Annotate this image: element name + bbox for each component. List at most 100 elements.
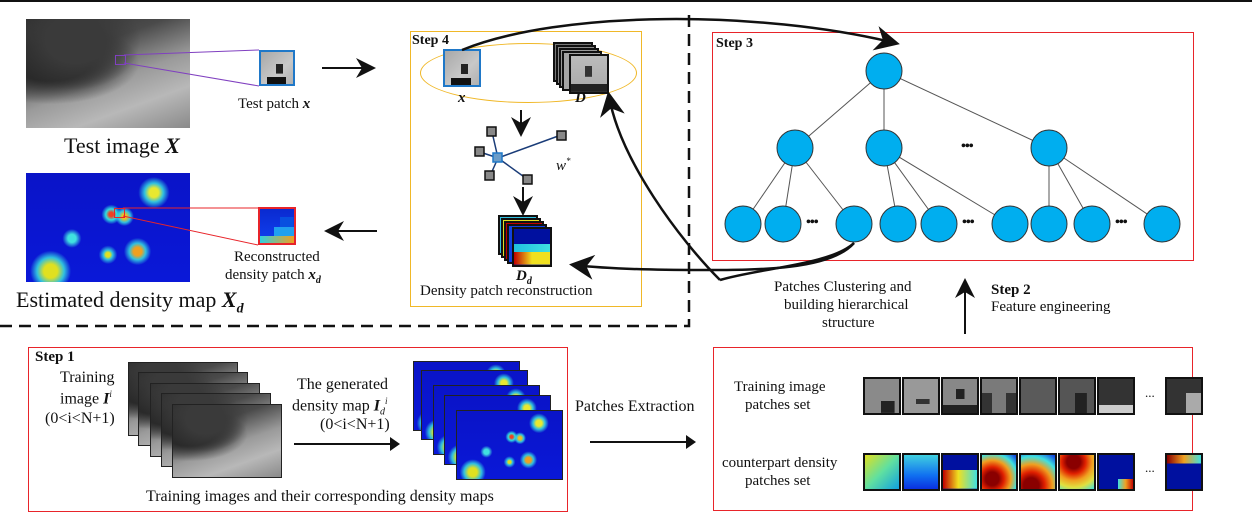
density-patch: [1165, 453, 1203, 491]
step1-box: [28, 347, 568, 512]
tree-leaf-node: [1073, 205, 1111, 243]
w-star-label: w*: [556, 156, 571, 175]
reconstructed-sub: d: [315, 275, 321, 286]
tree-leaf-node: [835, 205, 873, 243]
step4-caption: Density patch reconstruction: [420, 283, 593, 299]
training-patches-line2: patches set: [745, 397, 811, 413]
test-image-label: Test image: [64, 133, 166, 158]
density-patch: [1097, 453, 1135, 491]
training-var: I: [103, 390, 110, 408]
tree-leaf-node: [764, 205, 802, 243]
reconstructed-caption-line1: Reconstructed: [234, 249, 320, 265]
tree-mid-node: [1030, 129, 1068, 167]
hierarchy-tree: [724, 52, 1181, 243]
density-patches-line1: counterpart density: [722, 455, 838, 471]
step4-ellipse: [420, 43, 637, 103]
training-patch: [1058, 377, 1096, 415]
test-patch-caption: Test patch x: [238, 96, 310, 113]
step4-d-label: D: [575, 90, 586, 106]
tree-ellipsis-leaf: •••: [1115, 215, 1128, 230]
arrow-x-to-tree-root: [461, 17, 900, 52]
test-image: [26, 19, 190, 128]
density-dictionary-stack: [498, 215, 558, 267]
test-image-caption: Test image X: [64, 133, 180, 159]
density-map: [456, 410, 563, 480]
estimated-map-highlight: [114, 208, 125, 218]
training-patch: [1097, 377, 1135, 415]
generate-arrow: [294, 443, 394, 445]
training-patches-line1: Training image: [734, 379, 826, 395]
clustering-line2: building hierarchical: [784, 297, 909, 313]
training-patch: [863, 377, 901, 415]
density-map-stack: [413, 361, 563, 481]
training-patch: [1165, 377, 1203, 415]
generated-var: I: [373, 397, 380, 415]
estimated-map-caption: Estimated density map Xd: [16, 287, 244, 317]
patch-sets-box: [713, 347, 1193, 511]
arrow-leaf-curve: [719, 242, 855, 282]
step1-caption: Training images and their corresponding …: [146, 488, 494, 505]
generate-arrowhead: [390, 437, 400, 451]
tree-mid-node: [776, 129, 814, 167]
clustering-line1: Patches Clustering and: [774, 279, 912, 295]
training-patch: [941, 377, 979, 415]
extraction-label: Patches Extraction: [575, 398, 695, 415]
arrow-leaf-to-density-dictionary: [569, 242, 855, 280]
extraction-arrow: [590, 441, 690, 443]
graph-center-node: [492, 152, 503, 163]
generated-label: density map: [292, 397, 374, 415]
test-patch: [259, 50, 295, 86]
reconstructed-var: x: [308, 267, 316, 283]
tree-ellipsis-leaf: •••: [806, 215, 819, 230]
zoom-line: [123, 62, 260, 87]
generated-line1: The generated: [297, 376, 389, 393]
graph-node: [556, 130, 567, 141]
tree-leaf-node: [724, 205, 762, 243]
training-sup: i: [109, 389, 112, 399]
zoom-line: [122, 215, 259, 246]
density-patch-ellipsis: ...: [1145, 460, 1155, 475]
step2-subtitle: Feature engineering: [991, 299, 1111, 315]
step1-title: Step 1: [35, 349, 75, 365]
tree-leaf-node: [1143, 205, 1181, 243]
training-label: image: [60, 390, 104, 408]
reconstructed-label: density patch: [225, 267, 309, 283]
test-patch-var: x: [302, 96, 311, 112]
test-patch-label: Test patch: [238, 96, 303, 112]
tree-leaf-node: [1030, 205, 1068, 243]
graph-node: [484, 170, 495, 181]
tree-ellipsis-mid: •••: [961, 139, 974, 154]
test-train-separator: [0, 15, 691, 328]
weight-graph: [474, 126, 567, 185]
extraction-arrowhead: [686, 435, 696, 449]
generated-sub: d: [380, 406, 385, 418]
test-image-var: X: [165, 133, 180, 158]
estimated-map-sub: d: [236, 301, 244, 317]
top-rule: [0, 0, 1252, 2]
step4-x-label: x: [458, 90, 466, 106]
zoom-line: [123, 49, 260, 56]
density-patch: [1019, 453, 1057, 491]
estimated-density-map: [26, 173, 190, 282]
graph-node: [474, 146, 485, 157]
training-line1: Training: [60, 369, 115, 386]
tree-mid-node: [865, 129, 903, 167]
dd-sub: d: [526, 276, 532, 287]
training-line2: image Ii: [60, 389, 112, 408]
graph-edge: [497, 157, 528, 180]
estimated-map-var: X: [221, 287, 237, 312]
density-patch: [980, 453, 1018, 491]
density-patch: [1058, 453, 1096, 491]
reconstructed-caption-line2: density patch xd: [225, 267, 321, 286]
density-patch: [941, 453, 979, 491]
dd-var: D: [516, 268, 527, 284]
density-patch: [863, 453, 901, 491]
arrow-leaf-to-dictionary: [600, 91, 721, 281]
training-range: (0<i<N+1): [45, 410, 115, 427]
tree-root-node: [865, 52, 903, 90]
step2-title: Step 2: [991, 282, 1031, 298]
step3-title: Step 3: [716, 36, 753, 51]
step3-box: [712, 32, 1194, 261]
training-patch: [1019, 377, 1057, 415]
